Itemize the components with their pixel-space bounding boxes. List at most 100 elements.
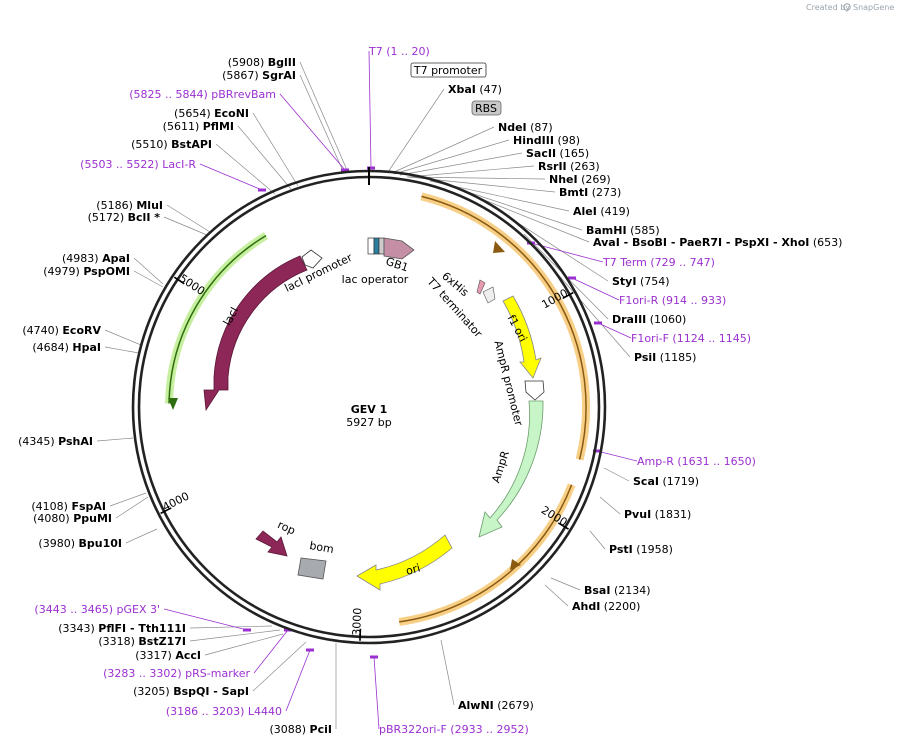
site-label-bglii[interactable]: (5908) BglII (228, 56, 296, 69)
primer-label-pbrrevbam[interactable]: (5825 .. 5844) pBRrevBam (129, 88, 276, 101)
orf-green-line (168, 234, 267, 404)
primer-mark-f1ori-r (568, 276, 576, 280)
primer-mark-f1ori-f (594, 321, 602, 325)
site-label-econi[interactable]: (5654) EcoNI (174, 107, 249, 120)
site-label-mlui[interactable]: (5186) MluI (96, 199, 163, 212)
primer-label-pgex-3[interactable]: (3443 .. 3465) pGEX 3' (34, 603, 160, 616)
primer-label-f1ori-f[interactable]: F1ori-F (1124 .. 1145) (631, 332, 751, 345)
site-label-ecorv[interactable]: (4740) EcoRV (22, 324, 101, 337)
site-label-sgrai[interactable]: (5867) SgrAI (222, 69, 296, 82)
credit-text: Created by (806, 3, 850, 12)
site-leader-ahdi (544, 584, 569, 607)
feature-label-lac-operator[interactable]: lac operator (342, 273, 409, 286)
site-leader-hpai (104, 346, 140, 354)
site-label-apai[interactable]: (4983) ApaI (62, 252, 130, 265)
primer-leader-amp-r (596, 450, 638, 462)
primer-leader-f1ori-f (597, 322, 632, 339)
credit-brand: SnapGene (853, 3, 894, 12)
site-label-bmti[interactable]: BmtI (273) (559, 186, 621, 199)
site-label-rsrii[interactable]: RsrII (263) (538, 160, 600, 173)
site-label-pshai[interactable]: (4345) PshAI (18, 435, 93, 448)
primer-label-prs-marker[interactable]: (3283 .. 3302) pRS-marker (103, 667, 250, 680)
site-leader-ecorv (104, 329, 142, 346)
site-label-styi[interactable]: StyI (754) (612, 275, 670, 288)
orf-orange-lower-head (510, 559, 521, 570)
site-label-pvui[interactable]: PvuI (1831) (624, 508, 691, 521)
site-label-pflmi[interactable]: (5611) PflMI (163, 120, 234, 133)
primer-label-laci-r[interactable]: (5503 .. 5522) LacI-R (80, 158, 196, 171)
tick-label-3000: 3000 (350, 607, 364, 635)
leader-lines (96, 50, 638, 730)
site-leader-pflmi (237, 125, 292, 190)
site-label-xbai[interactable]: XbaI (47) (448, 83, 502, 96)
feature-label-ampr[interactable]: AmpR (489, 449, 512, 485)
bom-box (297, 557, 327, 580)
feature-label-ori[interactable]: ori (404, 561, 421, 577)
site-leader-hindiii (393, 139, 510, 175)
site-label-acci[interactable]: (3317) AccI (135, 649, 201, 662)
site-label-avai-bsobi-paer7i-pspxi-xhoi[interactable]: AvaI - BsoBI - PaeR7I - PspXI - XhoI (65… (593, 236, 842, 249)
site-label-bpu10i[interactable]: (3980) Bpu10I (38, 537, 122, 550)
site-leader-mlui (166, 204, 211, 233)
credit-badge[interactable]: Created by SnapGene (806, 3, 894, 12)
t7-promoter-label: T7 promoter (413, 64, 483, 77)
plasmid-length: 5927 bp (346, 416, 391, 429)
site-label-hpai[interactable]: (4684) HpaI (32, 341, 101, 354)
site-leader-avai-bsobi-paer7i-pspxi-xhoi (466, 192, 590, 243)
tick-label-5000: 5000 (177, 272, 208, 298)
primer-leader-pgex-3 (163, 608, 248, 631)
site-leader-bglii (299, 61, 348, 171)
primer-mark-amp-r (593, 449, 601, 453)
site-label-nhei[interactable]: NheI (269) (549, 173, 611, 186)
site-leader-apai (133, 257, 164, 285)
snapgene-logo-icon (843, 3, 851, 11)
site-label-psti[interactable]: PstI (1958) (609, 543, 673, 556)
site-label-draiii[interactable]: DraIII (1060) (612, 313, 686, 326)
site-leader-ndei (391, 126, 495, 174)
lacI-promoter-arrow (301, 249, 323, 269)
feature-label-rop[interactable]: rop (276, 518, 298, 537)
site-label-alwni[interactable]: AlwNI (2679) (458, 699, 534, 712)
site-leader-bamhi (455, 187, 583, 231)
site-label-bamhi[interactable]: BamHI (585) (586, 224, 660, 237)
site-label-bsai[interactable]: BsaI (2134) (584, 584, 651, 597)
site-label-bspqi-sapi[interactable]: (3205) BspQI - SapI (133, 685, 249, 698)
site-label-ahdi[interactable]: AhdI (2200) (572, 600, 640, 613)
rop-arrow (255, 530, 288, 557)
primer-label-amp-r[interactable]: Amp-R (1631 .. 1650) (637, 455, 756, 468)
lacI-arrow (203, 255, 308, 412)
site-label-alei[interactable]: AleI (419) (573, 205, 630, 218)
site-label-fspai[interactable]: (4108) FspAI (31, 500, 106, 513)
site-leader-econi (252, 112, 299, 187)
site-label-ndei[interactable]: NdeI (87) (498, 121, 553, 134)
site-label-bstz17i[interactable]: (3318) BstZ17I (98, 635, 186, 648)
primer-label-l4440[interactable]: (3186 .. 3203) L4440 (166, 705, 282, 718)
6xhis-box (476, 279, 486, 295)
primer-mark-l4440 (306, 648, 314, 652)
site-leader-bsai (550, 577, 581, 591)
site-label-pcii[interactable]: (3088) PciI (269, 723, 332, 736)
t7-promoter-box: T7 promoter (410, 62, 487, 78)
site-leader-rsrii (406, 165, 535, 178)
primer-label-f1ori-r[interactable]: F1ori-R (914 .. 933) (619, 294, 726, 307)
site-label-hindiii[interactable]: HindIII (98) (513, 134, 580, 147)
feature-label-ampr-promoter[interactable]: AmpR promoter (492, 339, 526, 427)
plasmid-name: GEV 1 (351, 403, 388, 416)
site-label-bstapi[interactable]: (5510) BstAPI (131, 138, 212, 151)
gb1-arrow (383, 237, 415, 260)
site-leader-alwni (440, 639, 455, 706)
site-label-ppumi[interactable]: (4080) PpuMI (33, 512, 112, 525)
primer-label-t7-term[interactable]: T7 Term (729 .. 747) (602, 256, 715, 269)
site-label-bcli[interactable]: (5172) BclI * (88, 211, 161, 224)
primer-label-pbr322ori-f[interactable]: pBR322ori-F (2933 .. 2952) (379, 723, 529, 736)
primer-label-t7[interactable]: T7 (1 .. 20) (368, 45, 430, 58)
feature-label-bom[interactable]: bom (308, 539, 334, 556)
site-label-sacii[interactable]: SacII (165) (526, 147, 589, 160)
site-leader-ppumi (115, 496, 149, 519)
site-label-scai[interactable]: ScaI (1719) (633, 475, 699, 488)
orf-green-head (168, 398, 178, 410)
site-label-psii[interactable]: PsiI (1185) (634, 351, 696, 364)
site-label-pspomi[interactable]: (4979) PspOMI (43, 265, 130, 278)
site-label-pflfi-tth111i[interactable]: (3343) PflFI - Tth111I (58, 622, 186, 635)
feature-label-gb1[interactable]: GB1 (384, 255, 410, 274)
